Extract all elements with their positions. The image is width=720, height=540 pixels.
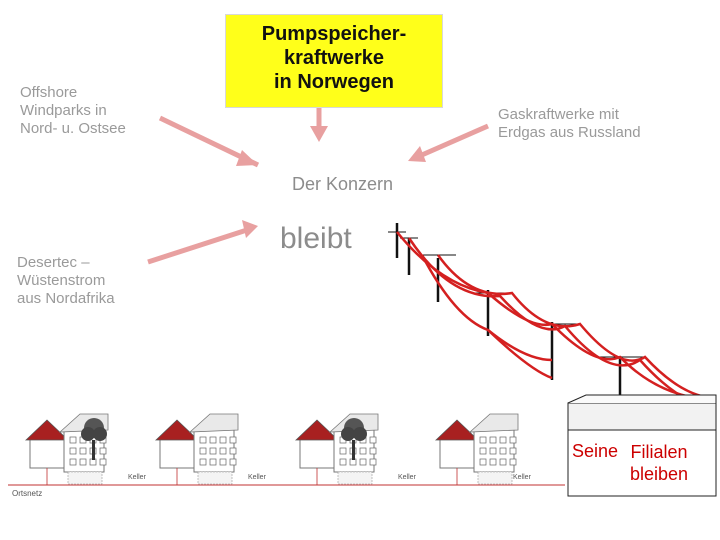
arrow-desertec: [147, 226, 251, 265]
konzern-label: Der Konzern: [292, 174, 394, 194]
filialen-box: [567, 394, 717, 497]
power-lines: [396, 231, 716, 410]
pumpspeicher-box: Pumpspeicher- kraftwerke in Norwegen: [225, 14, 443, 108]
gas-label: Gaskraftwerke mit Erdgas aus Russland: [498, 106, 641, 141]
tree-icon: [81, 418, 107, 460]
arrow-icon: [147, 108, 490, 265]
offshore-label: Offshore Windparks in Nord- u. Ostsee: [20, 84, 126, 137]
ortsnetz-label: Ortsnetz: [12, 489, 43, 498]
house-row: [25, 413, 519, 485]
power-pylon-icon: [388, 223, 645, 395]
keller-label: Keller: [128, 474, 146, 481]
desertec-label: Desertec – Wüstenstrom aus Nordafrika: [17, 254, 115, 307]
house-icon: [435, 413, 519, 485]
house-icon: [295, 413, 379, 485]
tree-icon: [341, 418, 367, 460]
house-icon: [155, 413, 239, 485]
keller-label: Keller: [248, 474, 266, 481]
bleibt-label: bleibt: [280, 222, 352, 255]
arrow-gas: [413, 123, 490, 161]
keller-label: Keller: [513, 474, 531, 481]
keller-label: Keller: [398, 474, 416, 481]
seine-label: Seine: [572, 441, 619, 461]
filialen-label: Filialen bleiben: [630, 442, 689, 484]
